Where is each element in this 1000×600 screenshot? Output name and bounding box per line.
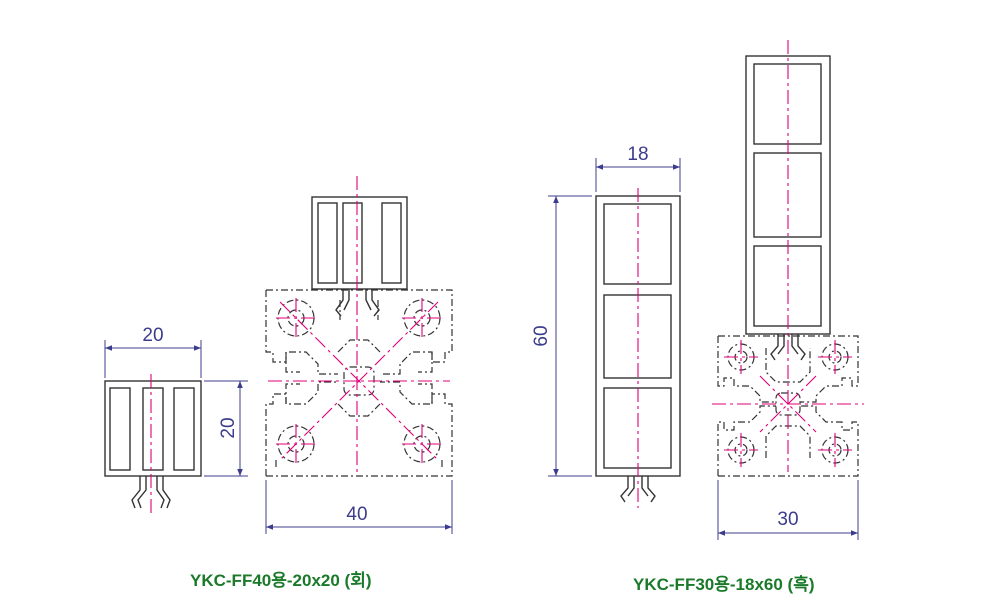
left-centerlines [268, 176, 450, 474]
right-profile-width-dimension: 30 [717, 480, 859, 540]
right-standalone-cover [595, 188, 681, 508]
left-cover-width-dimension: 20 [104, 325, 202, 378]
right-cover-width-dimension: 18 [595, 144, 681, 192]
right-cover-height-dimension: 60 [531, 195, 592, 477]
left-cover-height-dimension: 20 [204, 380, 248, 477]
left-profile-width-dimension: 40 [265, 480, 453, 534]
right-cover-height-label: 60 [531, 325, 552, 346]
left-profile-40 [265, 289, 453, 477]
right-cover-width-label: 18 [627, 144, 648, 165]
left-top-cover [311, 196, 408, 317]
left-cover-height-label: 20 [218, 417, 239, 438]
right-part-caption: YKC-FF30용-18x60 (흑) [633, 575, 815, 594]
left-cover-width-label: 20 [142, 325, 163, 346]
left-part-caption: YKC-FF40용-20x20 (회) [190, 571, 372, 590]
left-profile-width-label: 40 [346, 504, 367, 525]
left-small-cover [104, 374, 202, 514]
right-centerlines [712, 40, 864, 472]
right-profile-width-label: 30 [777, 509, 798, 530]
